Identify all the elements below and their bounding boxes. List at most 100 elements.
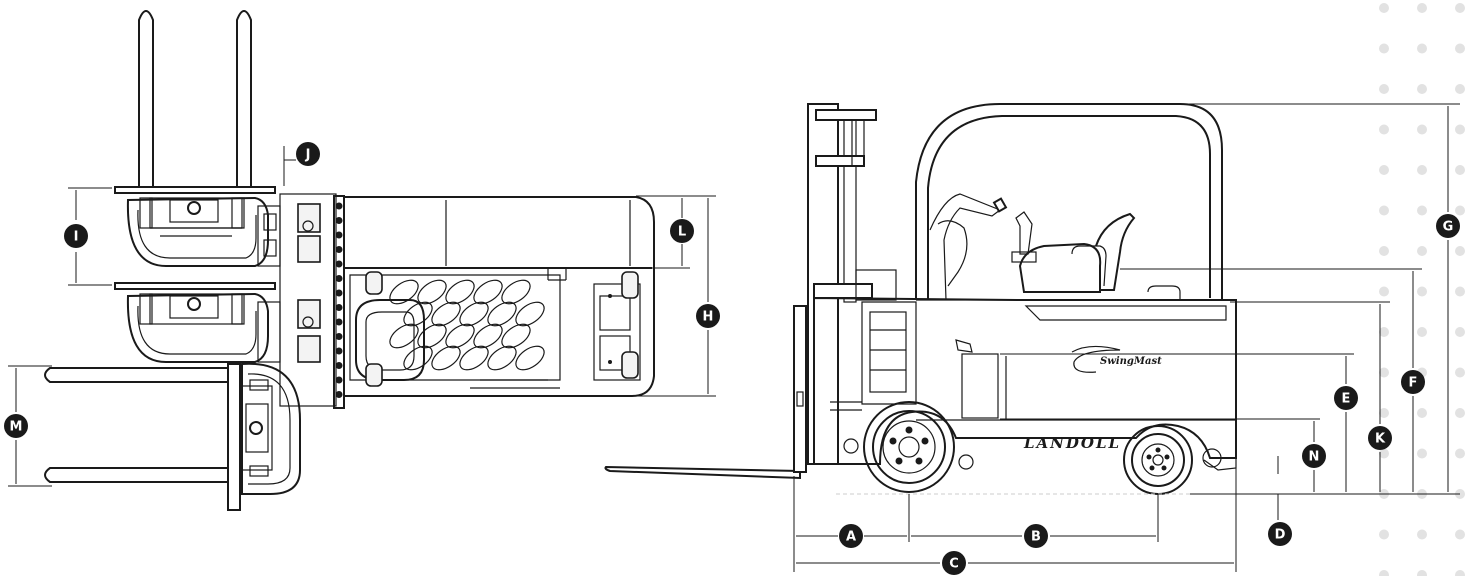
callout-d: D — [1268, 522, 1292, 546]
svg-text:B: B — [1031, 530, 1041, 545]
mast-block — [279, 193, 345, 409]
callout-a: A — [839, 524, 863, 548]
lattice-cell — [431, 301, 461, 327]
pattern-dot — [1379, 286, 1389, 297]
bolt — [335, 304, 343, 311]
top-view — [8, 10, 716, 511]
bolt — [335, 318, 343, 326]
pattern-dot — [1417, 84, 1427, 94]
pattern-dot — [1379, 3, 1389, 13]
pattern-dot — [1379, 529, 1389, 540]
svg-text:D: D — [1275, 528, 1286, 543]
lattice-cell — [445, 323, 475, 349]
lattice-cell — [389, 323, 419, 349]
pattern-dot — [1455, 570, 1465, 576]
pattern-dot — [1417, 570, 1427, 576]
pattern-dot — [1455, 448, 1465, 459]
svg-text:J: J — [305, 148, 311, 163]
lattice-cell — [389, 279, 419, 305]
upper-carriage — [126, 196, 281, 267]
svg-text:C: C — [949, 557, 959, 572]
lattice-cell — [487, 345, 517, 371]
dot-pattern — [1379, 3, 1465, 576]
lattice-cell — [431, 345, 461, 371]
lattice-cell — [515, 301, 545, 327]
lattice-cell — [515, 345, 545, 371]
lattice-cell — [473, 323, 503, 349]
pattern-dot — [1417, 448, 1427, 459]
lattice-cell — [417, 279, 447, 305]
pattern-dot — [1417, 3, 1427, 13]
svg-text:G: G — [1443, 220, 1454, 235]
side-body: LANDOLL SwingMast — [813, 285, 1237, 471]
bolt — [335, 202, 343, 210]
svg-text:M: M — [10, 420, 23, 435]
pattern-dot — [1379, 84, 1389, 94]
upper-forks — [114, 10, 276, 194]
pattern-dot — [1455, 246, 1465, 256]
svg-text:F: F — [1409, 376, 1418, 391]
lattice-cell — [501, 323, 531, 349]
svg-text:I: I — [74, 230, 79, 245]
side-forks — [44, 362, 301, 511]
callout-m: M — [4, 414, 28, 438]
pattern-dot — [1417, 124, 1427, 135]
pattern-dot — [1417, 408, 1427, 418]
bolt — [335, 217, 343, 224]
pattern-dot — [1455, 408, 1465, 418]
callout-j: J — [296, 142, 320, 166]
pattern-dot — [1417, 286, 1427, 297]
bolt — [335, 347, 343, 355]
side-view-dimensions — [793, 103, 1460, 572]
svg-text:H: H — [703, 310, 714, 325]
bolt — [335, 391, 343, 398]
lattice-cell — [473, 279, 503, 305]
svg-text:A: A — [846, 530, 856, 545]
side-view: LANDOLL SwingMast — [604, 103, 1460, 572]
pattern-dot — [1417, 165, 1427, 175]
pattern-dot — [1379, 246, 1389, 256]
bolt — [335, 231, 343, 239]
pattern-dot — [1417, 327, 1427, 337]
truck-body-top — [343, 196, 655, 397]
pattern-dot — [1455, 367, 1465, 378]
rear-wheel — [1123, 425, 1193, 495]
pattern-dot — [1379, 327, 1389, 337]
lattice-cell — [459, 301, 489, 327]
overhead-guard — [915, 103, 1223, 353]
pattern-dot — [1379, 570, 1389, 576]
bolt — [335, 275, 343, 282]
bolt — [335, 333, 343, 340]
bolt — [335, 260, 343, 268]
side-logo: LANDOLL — [1023, 434, 1121, 452]
pattern-dot — [1379, 124, 1389, 135]
lattice-cell — [487, 301, 517, 327]
callout-f: F — [1401, 370, 1425, 394]
pattern-dot — [1455, 165, 1465, 175]
callout-l: L — [670, 219, 694, 243]
pattern-dot — [1455, 124, 1465, 135]
callout-i: I — [64, 224, 88, 248]
callout-n: N — [1302, 444, 1326, 468]
pattern-dot — [1417, 205, 1427, 216]
callout-e: E — [1334, 386, 1358, 410]
mast-logo: SwingMast — [1100, 356, 1162, 367]
svg-text:N: N — [1309, 450, 1320, 465]
callout-b: B — [1024, 524, 1048, 548]
pattern-dot — [1455, 529, 1465, 540]
pattern-dot — [1455, 84, 1465, 94]
callout-h: H — [696, 304, 720, 328]
pattern-dot — [1379, 408, 1389, 418]
bolt — [335, 376, 343, 384]
pattern-dot — [1379, 367, 1389, 378]
lattice-cell — [501, 279, 531, 305]
pattern-dot — [1455, 3, 1465, 13]
side-fork — [604, 465, 801, 480]
lattice-cell — [445, 279, 475, 305]
svg-text:L: L — [678, 225, 686, 240]
pattern-dot — [1417, 43, 1427, 54]
pattern-dot — [1417, 246, 1427, 256]
lattice-cell — [459, 345, 489, 371]
lattice-cell — [417, 323, 447, 349]
